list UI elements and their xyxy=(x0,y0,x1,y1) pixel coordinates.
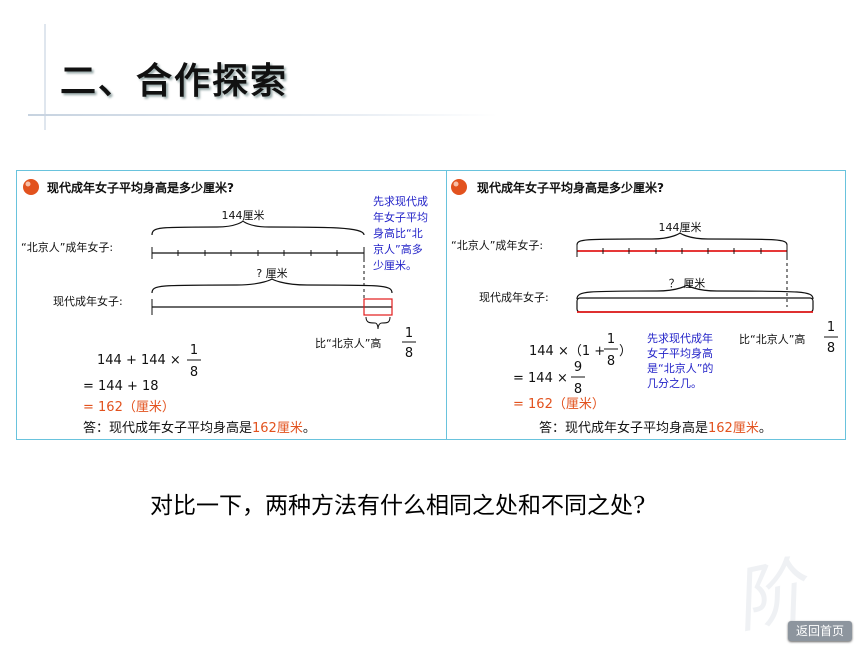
expr-frac-num: 1 xyxy=(190,343,198,358)
row2-label: 现代成年女子: xyxy=(53,294,123,308)
expr-b: ） xyxy=(619,344,632,359)
unknown-label: ？ 厘米 xyxy=(669,277,706,290)
svg-text:女子平均身高: 女子平均身高 xyxy=(647,346,713,360)
question-text: 现代成年女子平均身高是多少厘米? xyxy=(47,180,234,195)
step3: = 162（厘米） xyxy=(83,400,175,415)
row1-label: “北京人”成年女子: xyxy=(21,240,113,254)
left-note: 先求现代成 年女子平均 身高比“北 京人”高多 少厘米。 xyxy=(373,195,428,272)
expr-a: 144 ×（1 + xyxy=(529,344,605,359)
left-panel: 现代成年女子平均身高是多少厘米? 144厘米 “北京人”成年女子: 先求现代成 … xyxy=(16,170,448,440)
bar-ticks xyxy=(151,247,365,259)
brace-top xyxy=(576,232,788,246)
right-note: 先求现代成年 女子平均身高 是“北京人”的 几分之几。 xyxy=(647,331,713,390)
answer-line: 答：现代成年女子平均身高是162厘米。 xyxy=(83,420,316,436)
step2: = 144 × xyxy=(513,371,568,386)
brace-unknown xyxy=(576,284,814,300)
expr-line1: 144 + 144 × xyxy=(97,353,181,368)
svg-text:少厘米。: 少厘米。 xyxy=(373,259,417,272)
frac-num: 1 xyxy=(405,326,413,341)
svg-text:年女子平均: 年女子平均 xyxy=(373,210,428,224)
expr-frac-den: 8 xyxy=(607,354,615,369)
brace-extra xyxy=(365,316,391,330)
svg-text:京人”高多: 京人”高多 xyxy=(373,242,423,256)
svg-text:是“北京人”的: 是“北京人”的 xyxy=(647,361,713,375)
frac-num: 1 xyxy=(827,320,835,335)
question-text: 现代成年女子平均身高是多少厘米? xyxy=(477,180,664,195)
page-title: 二、合作探索 xyxy=(60,60,289,102)
ratio-label: 比“北京人”高 xyxy=(739,332,805,346)
ratio-label: 比“北京人”高 xyxy=(315,336,381,350)
right-panel: 现代成年女子平均身高是多少厘米? 144厘米 “北京人”成年女子: ？ 厘米 现… xyxy=(446,170,846,440)
step3: = 162（厘米） xyxy=(513,397,605,412)
frac-den: 8 xyxy=(405,346,413,361)
bar-ticks xyxy=(576,245,788,257)
expr-frac-den: 8 xyxy=(190,365,198,380)
back-home-button[interactable]: 返回首页 xyxy=(788,621,852,641)
expr-frac-num: 1 xyxy=(607,332,615,347)
row2-label: 现代成年女子: xyxy=(479,290,549,304)
frac2-den: 8 xyxy=(574,382,582,397)
frac2-num: 9 xyxy=(574,360,582,375)
brace-top xyxy=(151,220,365,236)
decor-horizontal-line xyxy=(28,114,498,116)
svg-text:身高比“北: 身高比“北 xyxy=(373,226,423,240)
row1-label: “北京人”成年女子: xyxy=(451,238,543,252)
step2: = 144 + 18 xyxy=(83,379,159,394)
answer-line: 答：现代成年女子平均身高是162厘米。 xyxy=(539,420,772,436)
ball-icon xyxy=(23,179,39,195)
svg-text:先求现代成: 先求现代成 xyxy=(373,195,428,208)
unknown-label: ? 厘米 xyxy=(256,267,287,280)
frac-den: 8 xyxy=(827,341,835,356)
comparison-question: 对比一下，两种方法有什么相同之处和不同之处? xyxy=(150,493,646,519)
bar-modern xyxy=(576,297,814,313)
ball-icon xyxy=(451,179,467,195)
svg-text:几分之几。: 几分之几。 xyxy=(647,376,702,390)
brace-unknown xyxy=(151,278,393,294)
measure-144-label: 144厘米 xyxy=(659,221,702,234)
decor-vertical-line xyxy=(44,24,46,130)
extra-segment xyxy=(363,298,393,316)
measure-144-label: 144厘米 xyxy=(222,209,265,222)
svg-text:先求现代成年: 先求现代成年 xyxy=(647,331,713,345)
